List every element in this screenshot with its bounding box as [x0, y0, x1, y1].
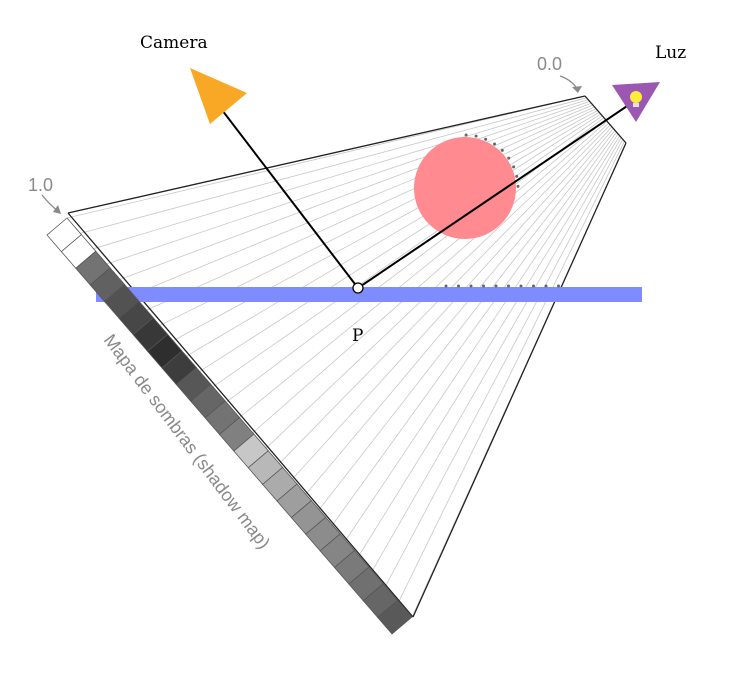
depth-far-arrow — [41, 194, 61, 214]
sample-dot — [474, 134, 478, 138]
light-ray-line — [239, 119, 606, 418]
sample-dot — [515, 174, 519, 178]
light-ray-line — [345, 133, 619, 541]
sample-dot — [464, 133, 468, 137]
light-ray-line — [385, 139, 624, 587]
light-ray-line — [199, 113, 601, 372]
light-ray-line — [186, 111, 600, 357]
light-ray-line — [133, 104, 594, 296]
light-ray-line — [66, 95, 586, 219]
shadow-map-cell — [377, 599, 413, 635]
light-ray-line — [332, 131, 617, 526]
sample-dot — [493, 142, 497, 146]
light-ray — [357, 99, 637, 289]
sample-dot — [519, 284, 523, 288]
light-ray-line — [119, 102, 592, 280]
light-label: Luz — [655, 43, 686, 63]
sample-dot — [500, 148, 504, 152]
sample-dot — [469, 284, 473, 288]
sample-dot — [457, 284, 460, 288]
lightbulb-icon — [612, 82, 660, 122]
sample-dot — [444, 284, 448, 288]
camera-icon — [190, 68, 247, 124]
depth-far-label: 1.0 — [28, 175, 53, 195]
light-ray-line — [371, 137, 622, 572]
point-label: P — [352, 326, 363, 346]
sample-dot — [557, 284, 560, 288]
ground-plane — [96, 287, 642, 302]
light-ray-line — [265, 122, 609, 449]
sample-dot — [516, 184, 520, 188]
sample-dot — [507, 156, 511, 160]
sample-dot — [544, 284, 548, 288]
light-ray-line — [212, 115, 603, 388]
shadow-map-strip — [46, 217, 413, 635]
light-ray-line — [252, 121, 608, 434]
depth-near-arrow — [559, 75, 582, 93]
light-ray-line — [93, 99, 589, 250]
light-ray-line — [305, 128, 614, 495]
camera-label: Camera — [140, 33, 208, 53]
light-ray-line — [106, 101, 590, 265]
light-ray-line — [358, 135, 621, 556]
light-ray-line — [80, 97, 587, 234]
light-ray-line — [318, 130, 616, 510]
light-frustum — [67, 95, 627, 618]
sample-dot — [484, 137, 488, 141]
sample-dot — [512, 165, 516, 169]
sphere-occluder — [414, 137, 516, 239]
sample-dot — [494, 284, 498, 288]
plane-sample-dots — [444, 284, 560, 288]
sample-dot — [482, 284, 485, 288]
sample-dot — [507, 284, 510, 288]
light-ray-line — [172, 110, 598, 342]
sample-dot — [532, 284, 535, 288]
point-p — [352, 282, 364, 294]
light-ray-line — [146, 106, 595, 311]
light-ray-line — [292, 126, 613, 480]
light-rays — [66, 95, 627, 618]
depth-near-label: 0.0 — [537, 54, 562, 74]
sphere-sample-dots — [464, 133, 520, 188]
light-ray-line — [398, 141, 625, 602]
